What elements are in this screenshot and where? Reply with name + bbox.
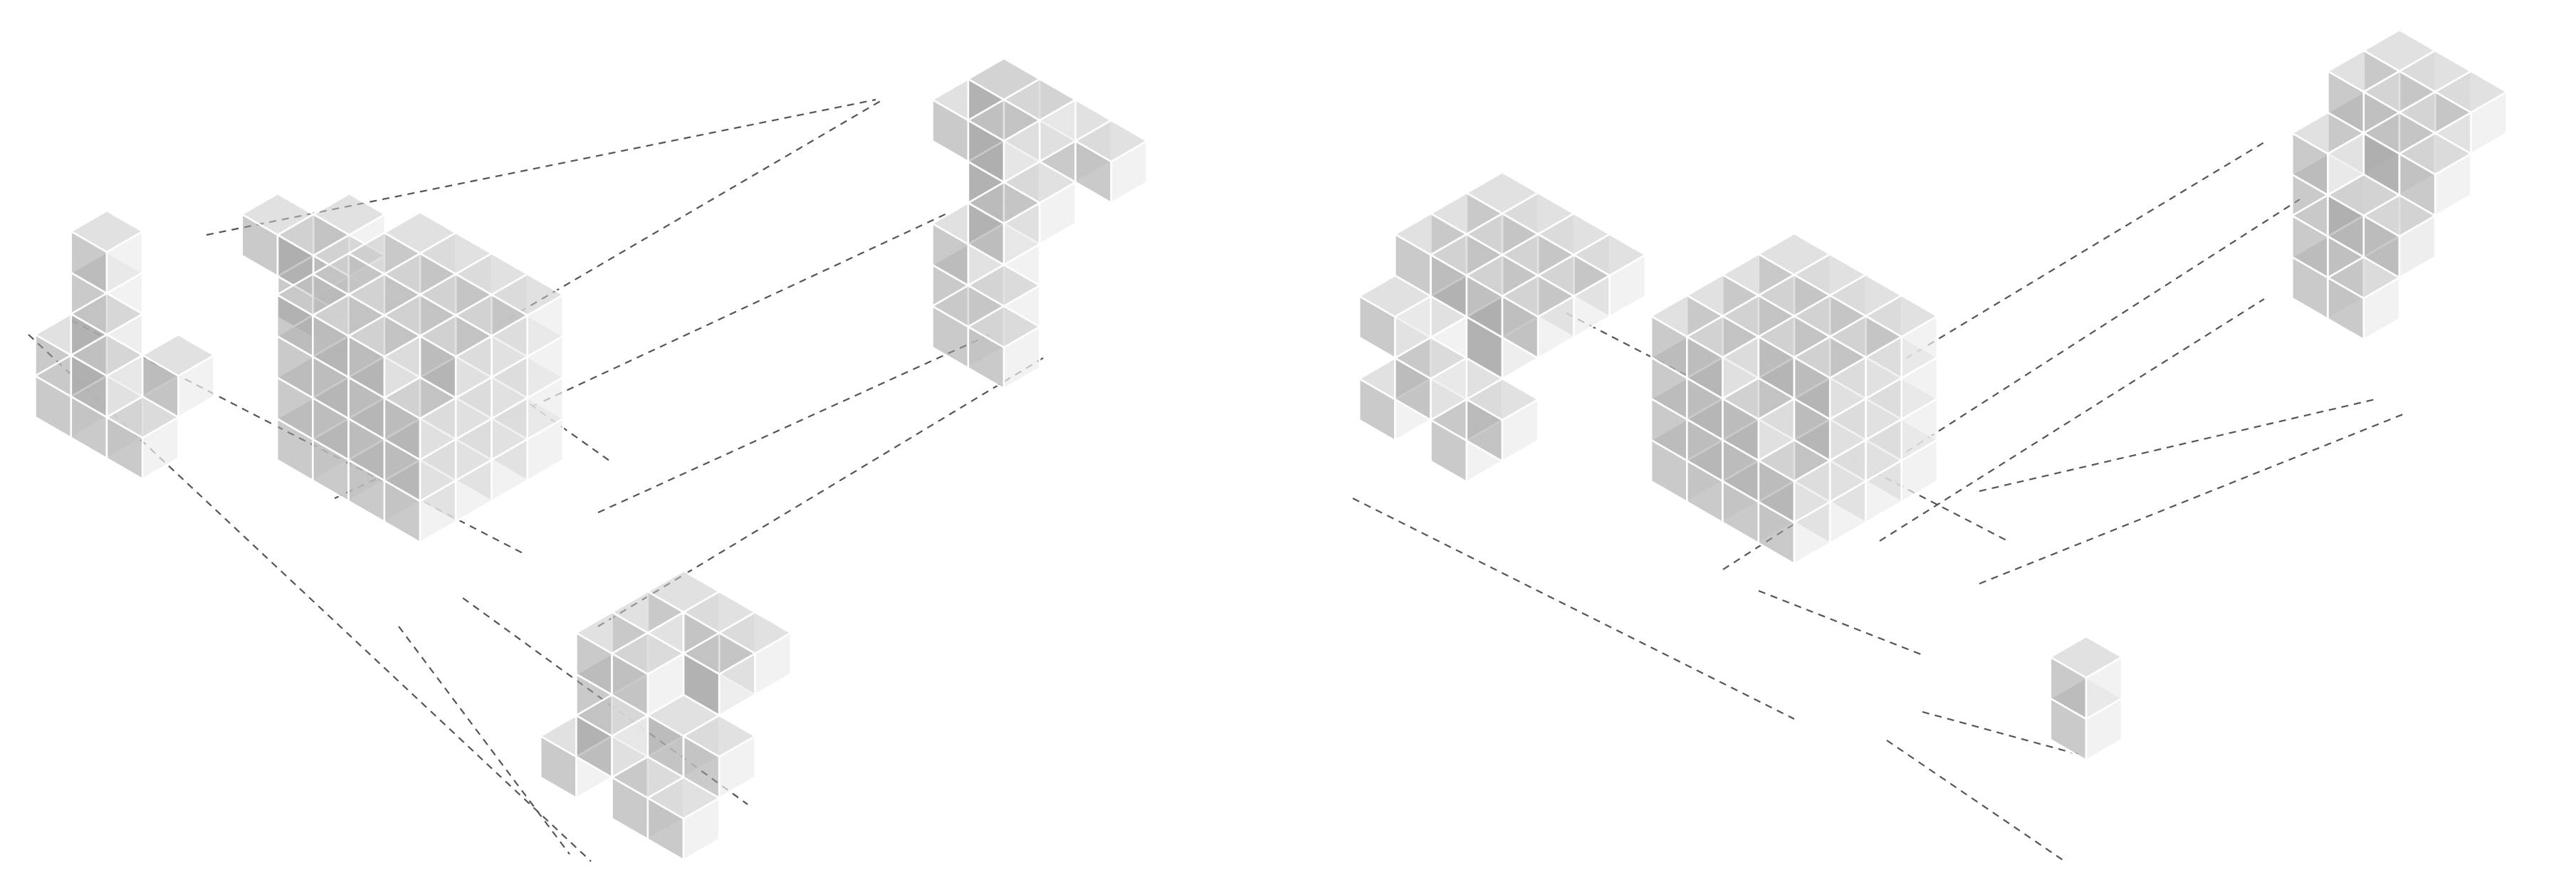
explode-guide-line <box>1353 498 1794 719</box>
explode-guide-line <box>598 335 990 513</box>
explode-guide-line <box>1979 399 2378 491</box>
piece-left-back <box>36 211 214 479</box>
explode-guide-line <box>1887 740 2065 861</box>
piece-left-top <box>933 58 1147 389</box>
piece-right-rod <box>2051 636 2122 760</box>
piece-right-back <box>1359 172 1645 482</box>
piece-right-top <box>2292 30 2506 340</box>
piece-left-front <box>540 571 791 860</box>
puzzle-pieces <box>36 30 2507 860</box>
explode-guide-line <box>1759 591 1922 655</box>
piece-right-core <box>1651 233 1937 564</box>
